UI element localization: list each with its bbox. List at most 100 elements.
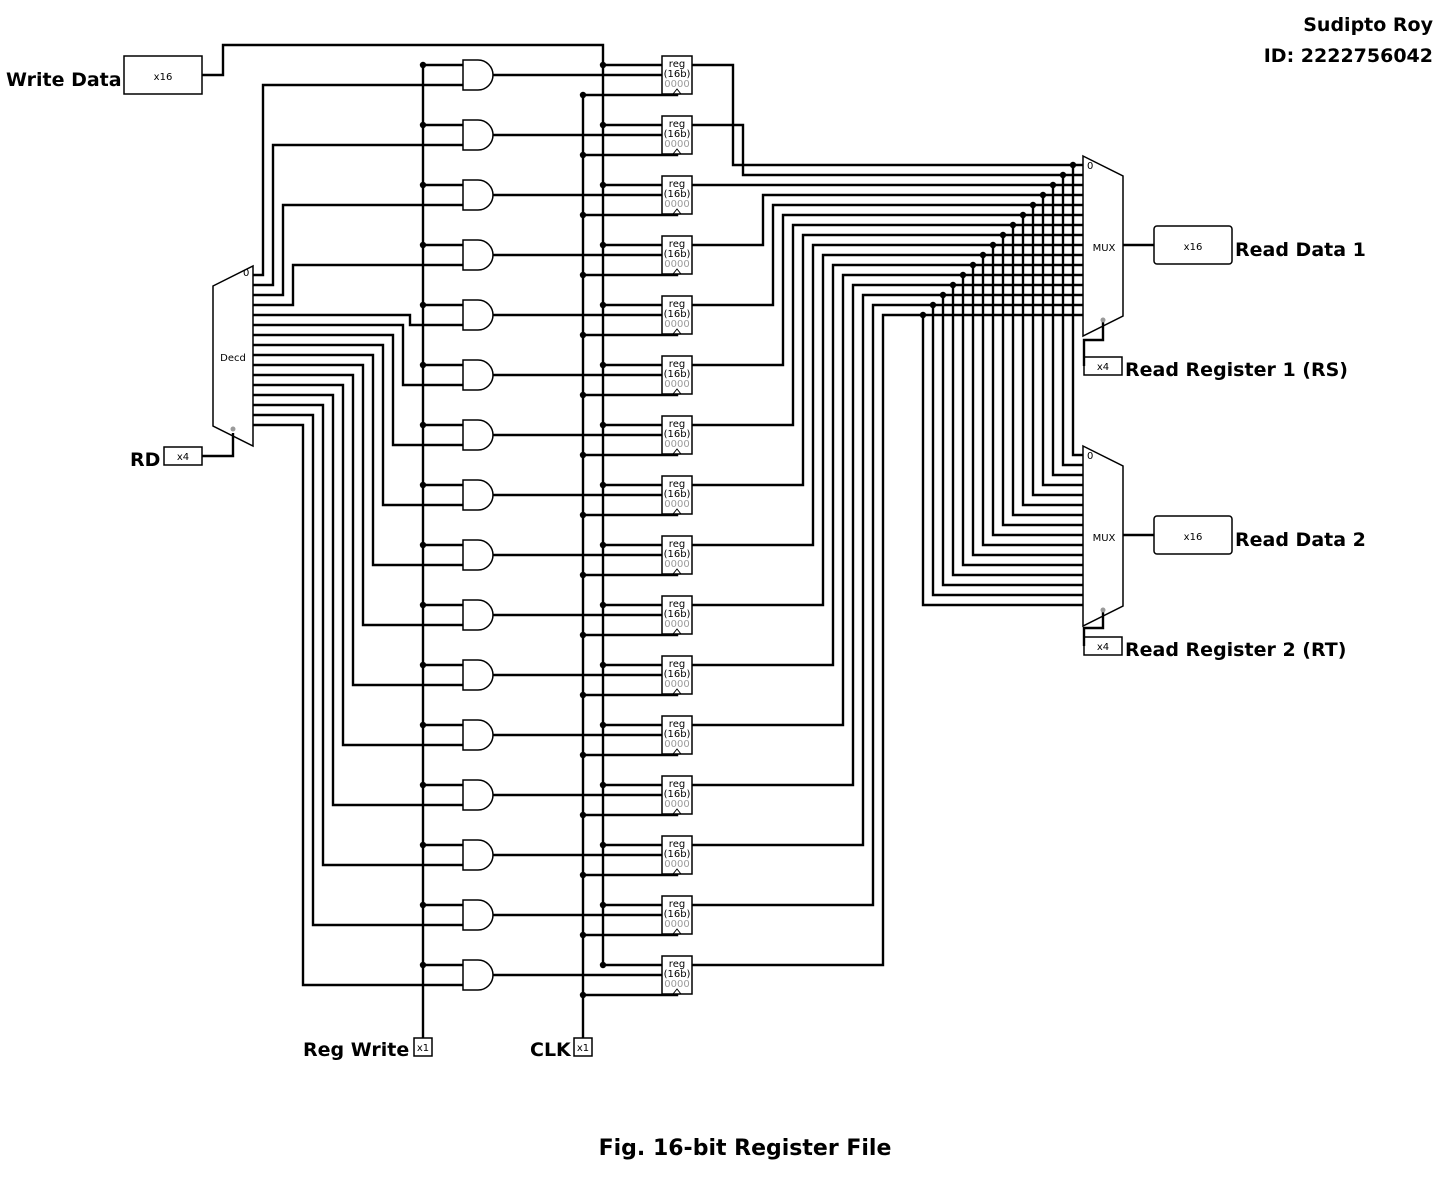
junction-dot — [579, 991, 587, 999]
junction-dot — [1009, 221, 1017, 229]
wires — [202, 43, 1154, 1038]
junction-dot — [579, 811, 587, 819]
reg-output-15 — [692, 313, 1083, 967]
junction-dot — [419, 421, 427, 429]
register-label: reg — [669, 419, 685, 430]
junction-dot — [949, 281, 957, 289]
register — [661, 835, 693, 875]
reg-output-7 — [692, 233, 1083, 487]
decoder-output-6 — [253, 333, 463, 447]
clock-marker — [672, 688, 682, 695]
register-value: 0000 — [664, 259, 689, 270]
reg-branch-6 — [1011, 225, 1083, 517]
junction-dot — [579, 151, 587, 159]
write-data-bus — [202, 43, 605, 965]
reg-branch-0 — [1071, 165, 1083, 457]
register-label: reg — [669, 659, 685, 670]
register — [661, 295, 693, 335]
clock-marker — [672, 328, 682, 335]
register-label: reg — [669, 599, 685, 610]
and-gate — [462, 959, 494, 991]
junction-dot — [579, 271, 587, 279]
read-data-2-label: Read Data 2 — [1235, 529, 1366, 551]
and-gate — [462, 359, 494, 391]
and-gate — [462, 179, 494, 211]
reg-branch-4 — [1031, 205, 1083, 497]
junction-dot — [419, 841, 427, 849]
select-marker — [1100, 607, 1106, 613]
reg-branch-12 — [951, 285, 1083, 577]
register-value: 0000 — [664, 559, 689, 570]
reg-output-0 — [692, 63, 1083, 167]
decoder[interactable] — [212, 264, 254, 448]
read-data-1-label: Read Data 1 — [1235, 239, 1366, 261]
register — [661, 415, 693, 455]
junction-dot — [419, 61, 427, 69]
junction-dot — [579, 631, 587, 639]
decoder-output-15 — [253, 423, 463, 987]
register-value: 0000 — [664, 799, 689, 810]
junction-dot — [599, 601, 607, 609]
register-label: reg — [669, 299, 685, 310]
reg-write-width: x1 — [417, 1043, 429, 1054]
junction-dot — [599, 361, 607, 369]
junction-dot — [419, 901, 427, 909]
junction-dot — [599, 901, 607, 909]
register — [661, 175, 693, 215]
mux-1-first-input: 0 — [1087, 161, 1093, 172]
reg-branch-3 — [1041, 195, 1083, 487]
register-value: 0000 — [664, 859, 689, 870]
register-width-label: (16b) — [664, 429, 691, 440]
register-width-label: (16b) — [664, 369, 691, 380]
reg-write-label: Reg Write — [303, 1039, 409, 1061]
read-reg-2-width: x4 — [1097, 642, 1109, 653]
register-value: 0000 — [664, 739, 689, 750]
reg-output-3 — [692, 193, 1083, 247]
register-label: reg — [669, 719, 685, 730]
register-value: 0000 — [664, 319, 689, 330]
register-width-label: (16b) — [664, 309, 691, 320]
decoder-output-8 — [253, 353, 463, 567]
junction-dot — [599, 721, 607, 729]
and-gate — [462, 899, 494, 931]
junction-dot — [599, 121, 607, 129]
and-gate — [462, 539, 494, 571]
and-gate — [462, 719, 494, 751]
junction-dot — [1069, 161, 1077, 169]
rd-width: x4 — [177, 452, 189, 463]
junction-dot — [579, 451, 587, 459]
decoder-output-7 — [253, 343, 463, 507]
clk-label: CLK — [530, 1039, 572, 1061]
author-name: Sudipto Roy — [1303, 14, 1433, 36]
junction-dot — [419, 121, 427, 129]
mux-1-label: MUX — [1093, 243, 1116, 254]
register-width-label: (16b) — [664, 849, 691, 860]
rd-label: RD — [130, 449, 160, 471]
junction-dot — [579, 871, 587, 879]
junction-dot — [959, 271, 967, 279]
junction-dot — [599, 841, 607, 849]
write-data-pin[interactable] — [123, 55, 203, 95]
clock-marker — [672, 388, 682, 395]
junction-dot — [419, 601, 427, 609]
register-label: reg — [669, 59, 685, 70]
junction-dot — [579, 331, 587, 339]
clock-marker — [672, 268, 682, 275]
and-gate — [462, 779, 494, 811]
junction-dot — [419, 481, 427, 489]
and-gate — [462, 299, 494, 331]
register-width-label: (16b) — [664, 669, 691, 680]
register — [661, 475, 693, 515]
clock-marker — [672, 148, 682, 155]
mux-2-first-input: 0 — [1087, 451, 1093, 462]
junction-dot — [579, 751, 587, 759]
clock-marker — [672, 208, 682, 215]
junction-dot — [579, 571, 587, 579]
mux-2-select — [1082, 612, 1105, 646]
register-width-label: (16b) — [664, 489, 691, 500]
and-gate — [462, 239, 494, 271]
register — [661, 355, 693, 395]
mux-1-select — [1082, 322, 1105, 366]
junction-dot — [599, 541, 607, 549]
